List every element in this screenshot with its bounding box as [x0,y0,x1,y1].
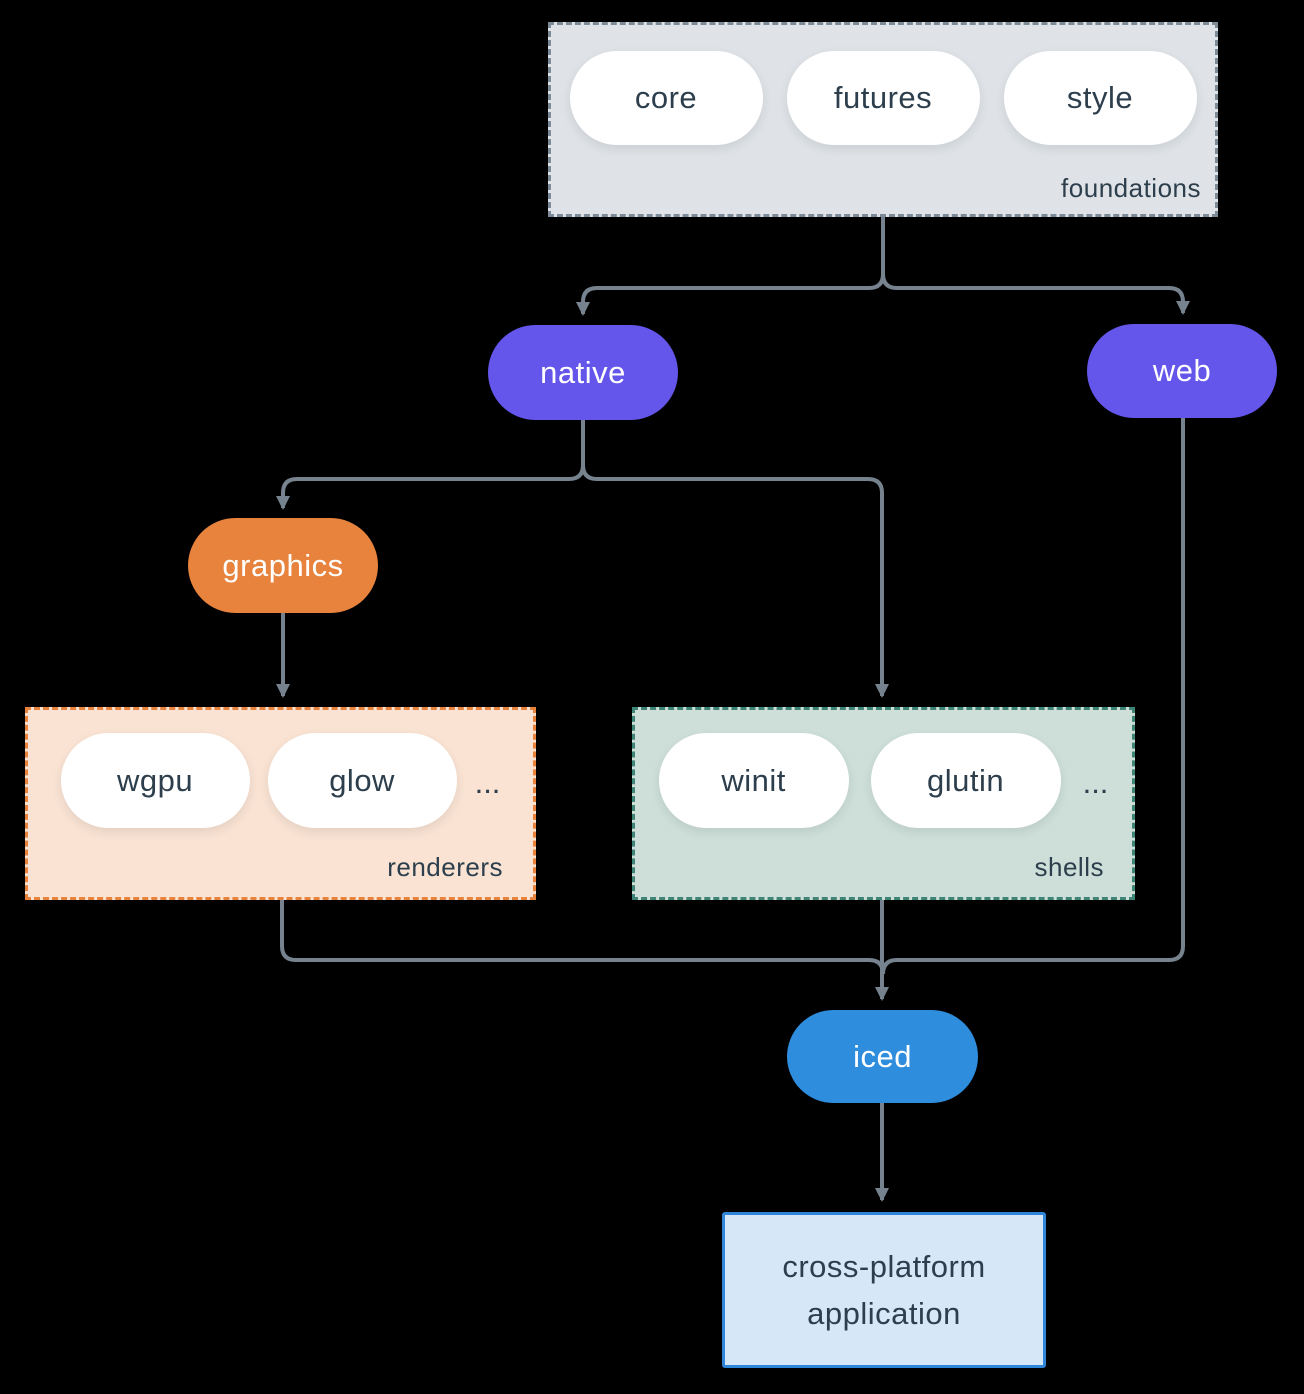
crate-winit-label: winit [721,762,786,798]
foundations-pill-row: core futures style [551,25,1215,145]
cross-platform-application-box: cross-platform application [722,1212,1046,1368]
edge-foundations-web [881,273,1190,315]
node-graphics: graphics [188,518,378,613]
crate-glutin: glutin [870,733,1061,828]
node-native-label: native [540,354,626,390]
renderers-ellipsis: ... [474,764,501,800]
edge-renderers-merge [280,900,885,975]
shells-ellipsis: ... [1082,764,1109,800]
crate-core-label: core [634,80,698,115]
node-iced: iced [787,1010,978,1103]
foundations-group-label: foundations [1061,173,1201,203]
crate-wgpu-label: wgpu [117,762,194,798]
application-label-line1: cross-platform [782,1249,986,1284]
renderers-pill-row: wgpu glow ... [28,710,533,828]
edge-native-shells [581,464,889,698]
edge-native-graphics [276,420,585,510]
crate-wgpu: wgpu [60,733,250,828]
edge-foundations-native [576,215,885,316]
renderers-group-label: renderers [387,852,503,882]
crate-core: core [569,51,763,145]
node-native: native [488,325,678,420]
node-web: web [1087,324,1277,418]
node-graphics-label: graphics [222,547,344,583]
node-web-label: web [1152,353,1212,388]
crate-glow-label: glow [329,762,395,798]
crate-glutin-label: glutin [927,762,1005,798]
crate-winit: winit [658,733,849,828]
crate-futures: futures [786,51,980,145]
crate-glow: glow [267,733,457,828]
node-iced-label: iced [853,1038,912,1074]
shells-group: winit glutin ... shells [632,707,1135,900]
shells-group-label: shells [1034,852,1104,882]
shells-pill-row: winit glutin ... [635,710,1132,828]
crate-futures-label: futures [833,80,933,115]
crate-style-label: style [1066,80,1134,115]
application-label-line2: application [807,1296,961,1331]
renderers-group: wgpu glow ... renderers [25,707,536,900]
crate-style: style [1003,51,1197,145]
foundations-group: core futures style foundations [548,22,1218,217]
